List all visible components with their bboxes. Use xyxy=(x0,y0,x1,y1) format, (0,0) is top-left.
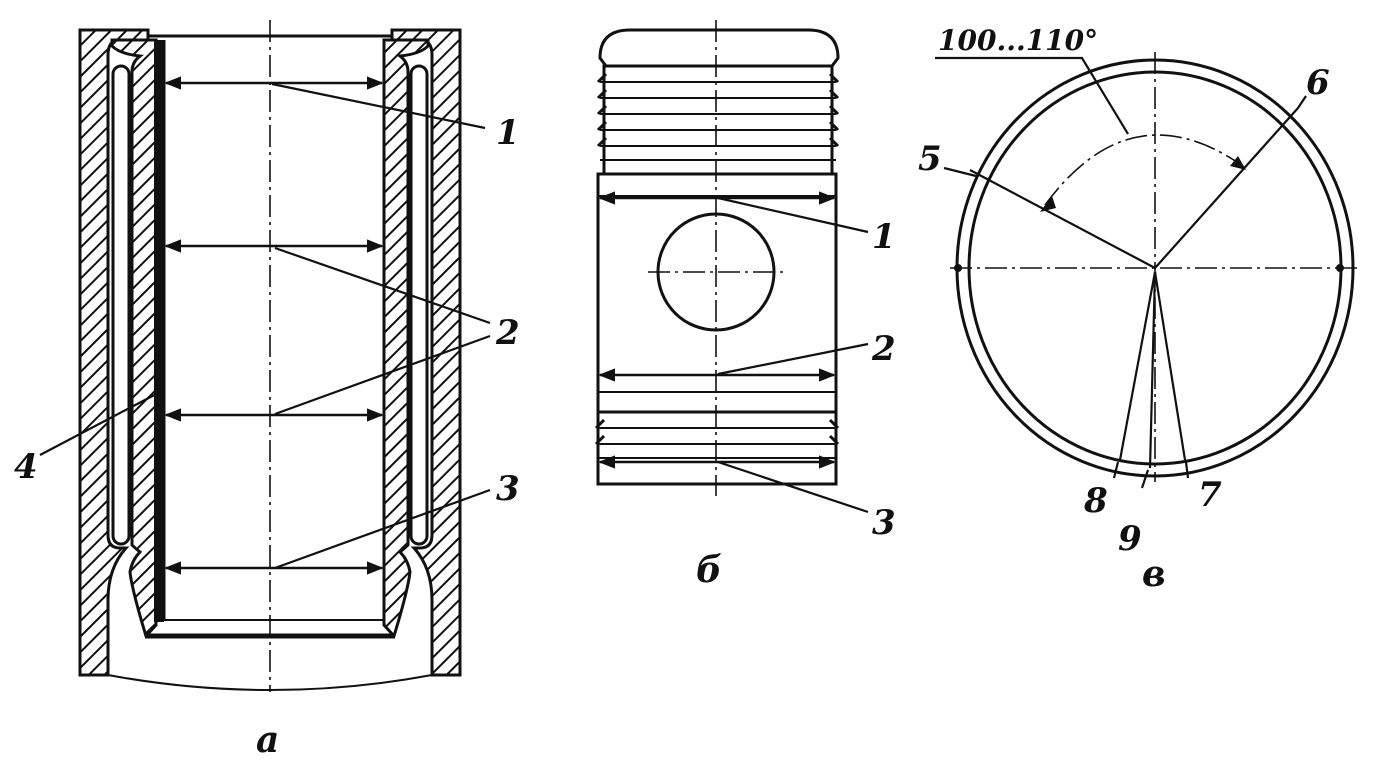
angle-label: 100...110° xyxy=(938,24,1098,57)
liner-wall-right xyxy=(382,38,430,639)
caption-c: в xyxy=(1142,553,1166,595)
upper-ring-grooves xyxy=(596,64,840,176)
label-1-a: 1 xyxy=(496,113,520,153)
angle-arc-arrow-left xyxy=(1040,196,1056,212)
leader-5-c xyxy=(943,166,977,178)
piston-skirt xyxy=(596,172,838,414)
figure-c-bore-section: 100...110° 5 6 7 8 9 в xyxy=(918,24,1360,595)
figure-a-liner-section: 1 2 3 4 а xyxy=(14,20,520,761)
angle-leader xyxy=(935,56,1129,135)
figure-b-piston: 1 2 3 б xyxy=(594,20,896,591)
leader-2-b xyxy=(717,342,869,376)
ray-6 xyxy=(1154,107,1299,269)
leader-7-8-9-c xyxy=(1112,461,1190,489)
label-2-b: 2 xyxy=(871,329,896,369)
leader-1-b xyxy=(717,196,869,234)
leader-3-b xyxy=(717,460,869,514)
ray-7 xyxy=(1153,271,1187,461)
label-7-c: 7 xyxy=(1198,475,1222,515)
leader-4-a xyxy=(39,391,161,456)
axis-point-right xyxy=(1336,264,1344,272)
label-8-c: 8 xyxy=(1083,481,1108,521)
label-3-b: 3 xyxy=(872,503,896,543)
label-4-a: 4 xyxy=(14,447,38,487)
leader-2-a xyxy=(274,246,491,416)
label-2-a: 2 xyxy=(495,313,520,353)
angle-arc-arrow-right xyxy=(1230,156,1246,170)
axis-point-left xyxy=(954,264,962,272)
liner-bore-wall-bold xyxy=(154,40,164,622)
piston-crown xyxy=(598,28,840,68)
leader-3-a xyxy=(274,488,491,570)
lower-ring-grooves xyxy=(594,410,840,486)
label-9-c: 9 xyxy=(1118,519,1142,559)
ray-8 xyxy=(1118,271,1157,461)
label-1-b: 1 xyxy=(872,217,896,257)
label-5-c: 5 xyxy=(918,139,942,179)
ray-5 xyxy=(969,169,1156,269)
caption-b: б xyxy=(696,549,722,591)
caption-a: а xyxy=(256,719,279,760)
angle-arc xyxy=(1044,134,1241,206)
leader-6-c xyxy=(1297,95,1307,109)
ray-9 xyxy=(1148,271,1157,469)
coolant-slot-right xyxy=(409,64,429,546)
coolant-slot-left xyxy=(111,64,131,546)
label-6-c: 6 xyxy=(1306,63,1330,103)
label-3-a: 3 xyxy=(496,469,520,509)
leader-1-a xyxy=(271,82,486,130)
liner-wall-left xyxy=(110,38,158,639)
